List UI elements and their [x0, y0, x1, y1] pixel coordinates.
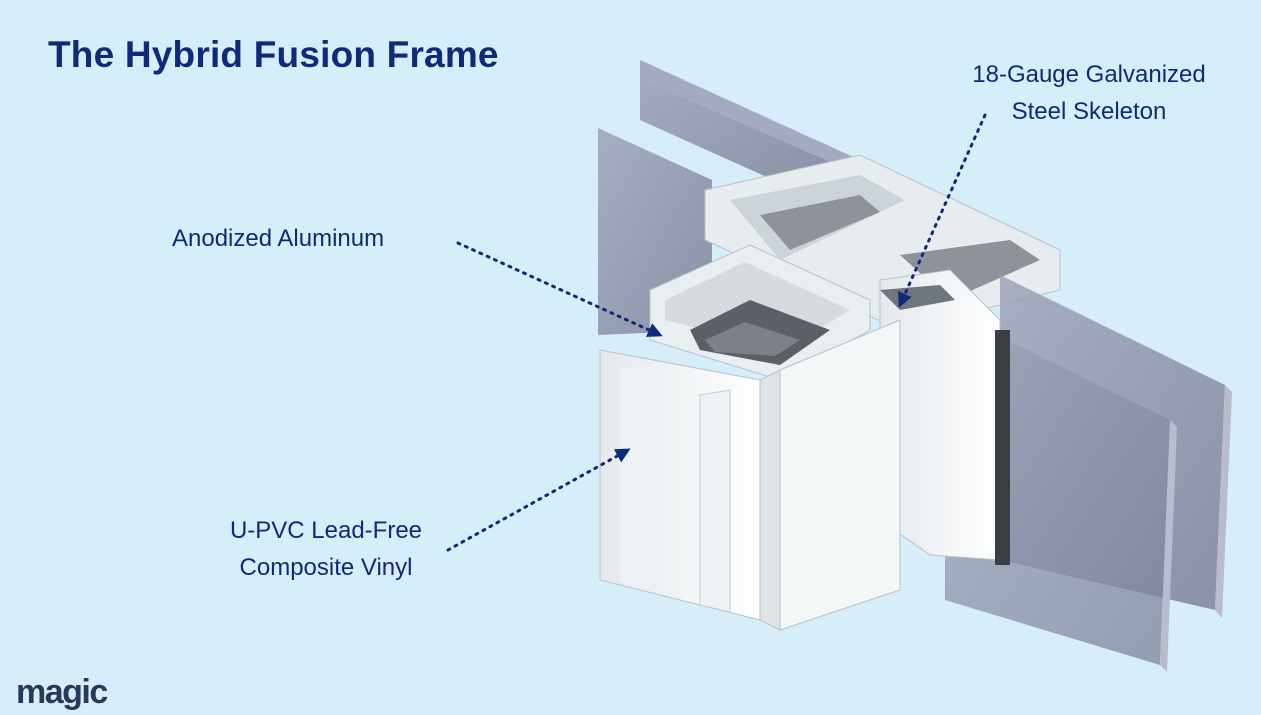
leader-aluminum	[456, 241, 663, 337]
leader-vinyl	[446, 448, 631, 552]
callout-vinyl-line2: Composite Vinyl	[239, 554, 413, 581]
callout-steel-line1: 18-Gauge Galvanized	[972, 61, 1206, 88]
callout-aluminum: Anodized Aluminum	[172, 220, 384, 257]
rear-frame-profile	[704, 154, 1061, 331]
front-profile	[599, 244, 901, 631]
leader-steel	[898, 113, 987, 308]
callout-aluminum-line1: Anodized Aluminum	[172, 225, 385, 252]
brand-logo: magic	[16, 673, 108, 711]
callout-steel: 18-Gauge Galvanized Steel Skeleton	[939, 56, 1239, 130]
callout-vinyl: U-PVC Lead-Free Composite Vinyl	[196, 512, 456, 586]
callout-leaders	[446, 113, 987, 552]
page-title: The Hybrid Fusion Frame	[48, 34, 499, 75]
callout-steel-line2: Steel Skeleton	[1011, 98, 1167, 125]
callout-vinyl-line1: U-PVC Lead-Free	[229, 517, 423, 544]
